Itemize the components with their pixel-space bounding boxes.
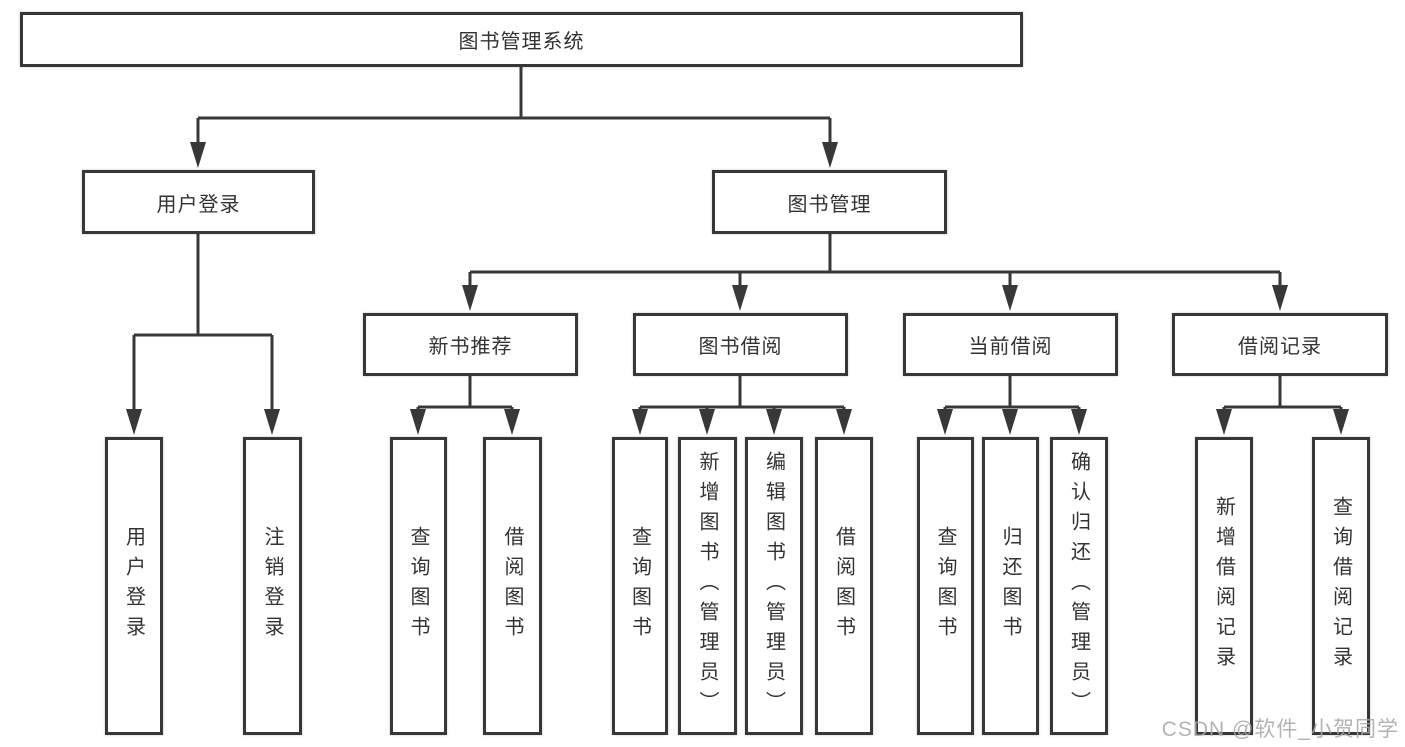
connector-current-borrow-split: [943, 376, 1081, 414]
arrow-down-icon: [732, 285, 748, 311]
leaf-borrow-books: 借阅图书: [815, 437, 873, 735]
connector-user-login-split: [132, 234, 274, 412]
arrow-down-icon: [766, 409, 782, 435]
arrow-down-icon: [937, 409, 953, 435]
connector-root-split: [196, 67, 832, 146]
leaf-return-books: 归还图书: [982, 437, 1039, 735]
arrow-down-icon: [836, 409, 852, 435]
watermark: CSDN @软件_小贺同学: [1161, 718, 1399, 741]
connector-book-borrow-split: [638, 376, 846, 414]
node-borrow-records: 借阅记录: [1172, 313, 1388, 376]
connector-borrow-record-split: [1222, 376, 1343, 414]
arrow-down-icon: [1333, 409, 1349, 435]
node-current-borrow: 当前借阅: [903, 313, 1118, 376]
leaf-query-books-borrow: 查询图书: [612, 437, 668, 735]
arrow-down-icon: [126, 409, 142, 435]
arrow-down-icon: [822, 142, 838, 168]
leaf-add-borrow-record: 新增借阅记录: [1195, 437, 1253, 735]
node-new-book-recommend: 新书推荐: [363, 313, 578, 376]
leaf-query-books-recommend: 查询图书: [390, 437, 447, 735]
connector-book-mgmt-split: [468, 234, 1282, 290]
arrow-down-icon: [1002, 285, 1018, 311]
arrow-down-icon: [1002, 409, 1018, 435]
arrow-down-icon: [190, 142, 206, 168]
leaf-confirm-return-admin: 确认归还（管理员）: [1050, 437, 1108, 735]
leaf-query-borrow-record: 查询借阅记录: [1312, 437, 1370, 735]
arrow-down-icon: [632, 409, 648, 435]
leaf-user-login: 用户登录: [105, 437, 163, 735]
arrow-down-icon: [264, 409, 280, 435]
node-book-management: 图书管理: [712, 170, 947, 234]
arrow-heads: [126, 142, 1349, 435]
arrow-down-icon: [462, 285, 478, 311]
leaf-query-books-current: 查询图书: [917, 437, 974, 735]
node-library-system-root: 图书管理系统: [20, 12, 1023, 67]
arrow-down-icon: [1216, 409, 1232, 435]
leaf-logout: 注销登录: [243, 437, 302, 735]
arrow-down-icon: [699, 409, 715, 435]
leaf-borrow-books-recommend: 借阅图书: [483, 437, 542, 735]
leaf-add-book-admin: 新增图书（管理员）: [678, 437, 737, 735]
arrow-down-icon: [410, 409, 426, 435]
node-user-login: 用户登录: [82, 170, 315, 234]
leaf-edit-book-admin: 编辑图书（管理员）: [745, 437, 803, 735]
arrow-down-icon: [1071, 409, 1087, 435]
tree-connectors: [132, 67, 1343, 414]
arrow-down-icon: [504, 409, 520, 435]
connector-new-book-split: [416, 376, 514, 414]
node-book-borrow: 图书借阅: [633, 313, 848, 376]
arrow-down-icon: [1272, 285, 1288, 311]
